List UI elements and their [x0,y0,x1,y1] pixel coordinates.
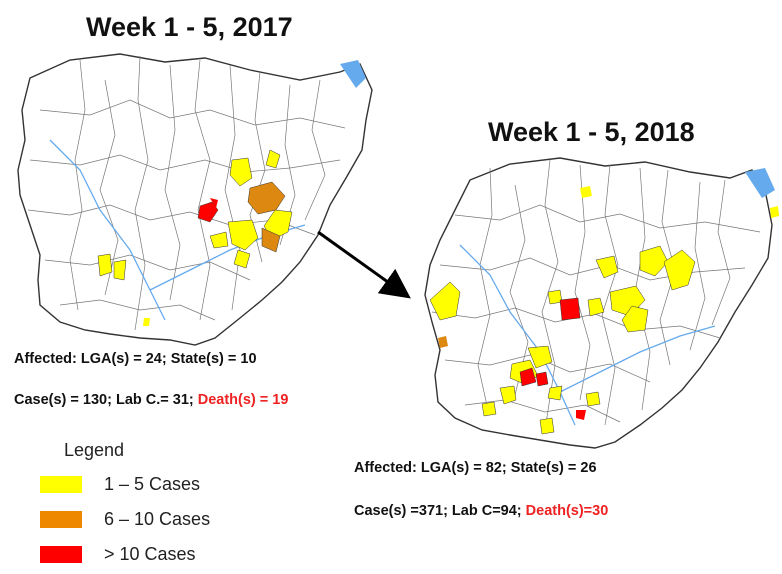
legend-swatch-low [40,475,82,493]
legend: Legend 1 – 5 Cases 6 – 10 Cases > 10 Cas… [40,440,210,569]
stats-2018-affected: Affected: LGA(s) = 82; State(s) = 26 [354,460,597,476]
lake-chad-2018 [745,168,775,198]
legend-label-high: > 10 Cases [104,543,196,564]
nigeria-map-2017 [17,53,373,346]
nigeria-map-2018 [424,157,779,449]
river-2018 [459,244,716,426]
nigeria-outline-2017 [17,53,373,346]
stats-2017-cases-text: Case(s) = 130; Lab C.= 31; [14,392,198,408]
legend-item-medium: 6 – 10 Cases [40,504,210,534]
stats-2017-deaths: Death(s) = 19 [197,392,289,408]
legend-title: Legend [64,440,125,460]
map-2018-title: Week 1 - 5, 2018 [488,117,695,147]
stats-2018-deaths: Death(s)=30 [525,503,609,519]
legend-label-low: 1 – 5 Cases [104,473,201,494]
stats-2018-cases-text: Case(s) =371; Lab C=94; [354,503,526,519]
legend-swatch-medium [40,510,82,528]
stats-2017-affected: Affected: LGA(s) = 24; State(s) = 10 [14,351,257,367]
affected-areas-2018 [429,186,779,435]
lake-chad-2017 [340,60,366,88]
stats-2018-cases: Case(s) =371; Lab C=94; Death(s)=30 [354,503,608,519]
legend-item-low: 1 – 5 Cases [40,469,210,499]
map-2017-title: Week 1 - 5, 2017 [86,12,293,42]
legend-item-high: > 10 Cases [40,539,210,569]
legend-swatch-high [40,545,82,563]
affected-areas-2017 [97,149,293,326]
stats-2017-cases: Case(s) = 130; Lab C.= 31; Death(s) = 19 [14,392,288,408]
legend-label-medium: 6 – 10 Cases [104,508,211,529]
comparison-arrow [317,230,411,299]
